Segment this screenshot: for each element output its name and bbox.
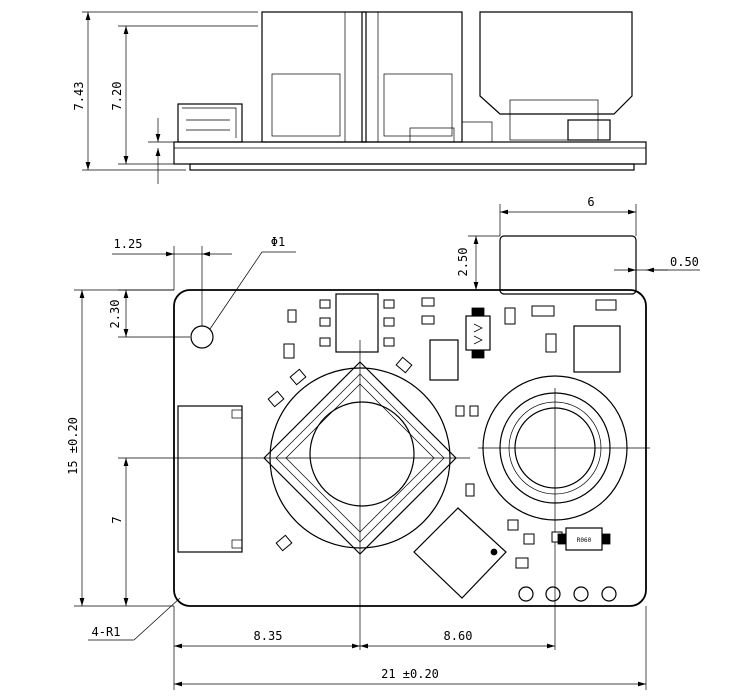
dim-hole-diameter: Φ1 bbox=[271, 235, 285, 249]
dim-right-center: 8.60 bbox=[444, 629, 473, 643]
dim-corner-radius: 4-R1 bbox=[92, 625, 121, 639]
top-view: R060 bbox=[66, 195, 700, 690]
dim-connector-height: 2.50 bbox=[456, 248, 470, 277]
dim-left-center: 8.35 bbox=[254, 629, 283, 643]
dim-top-width: 6 bbox=[587, 195, 594, 209]
side-tower-left bbox=[261, 11, 367, 143]
diode-top bbox=[465, 307, 491, 359]
sensor-left bbox=[263, 361, 457, 555]
mounting-hole bbox=[190, 325, 214, 349]
side-tower-mid bbox=[361, 11, 463, 143]
dim-hole-y-offset: 2.30 bbox=[108, 300, 122, 329]
side-lens bbox=[409, 11, 633, 143]
fpc-connector bbox=[177, 405, 243, 553]
ic-chip bbox=[319, 293, 395, 353]
diamond-chip bbox=[413, 507, 507, 599]
dim-side-body-height: 7.20 bbox=[110, 82, 124, 111]
pin-holes bbox=[518, 586, 617, 602]
dim-board-height: 15 ±0.20 bbox=[66, 417, 80, 475]
top-connector-block bbox=[499, 235, 637, 295]
smd-components bbox=[267, 297, 621, 569]
dim-side-total-height: 7.43 bbox=[72, 82, 86, 111]
dim-connector-offset: 0.50 bbox=[670, 255, 699, 269]
center-lines bbox=[118, 340, 650, 650]
dim-connector-y: 7 bbox=[110, 516, 124, 523]
lens-right bbox=[482, 375, 628, 521]
side-dims bbox=[82, 11, 258, 184]
side-view: 7.43 7.20 bbox=[72, 11, 647, 184]
top-dims bbox=[74, 204, 700, 690]
diode-right: R060 bbox=[557, 527, 611, 551]
dim-board-width: 21 ±0.20 bbox=[381, 667, 439, 681]
side-connector bbox=[177, 103, 243, 143]
chip-marking: R060 bbox=[577, 537, 592, 544]
dim-hole-x-offset: 1.25 bbox=[114, 237, 143, 251]
